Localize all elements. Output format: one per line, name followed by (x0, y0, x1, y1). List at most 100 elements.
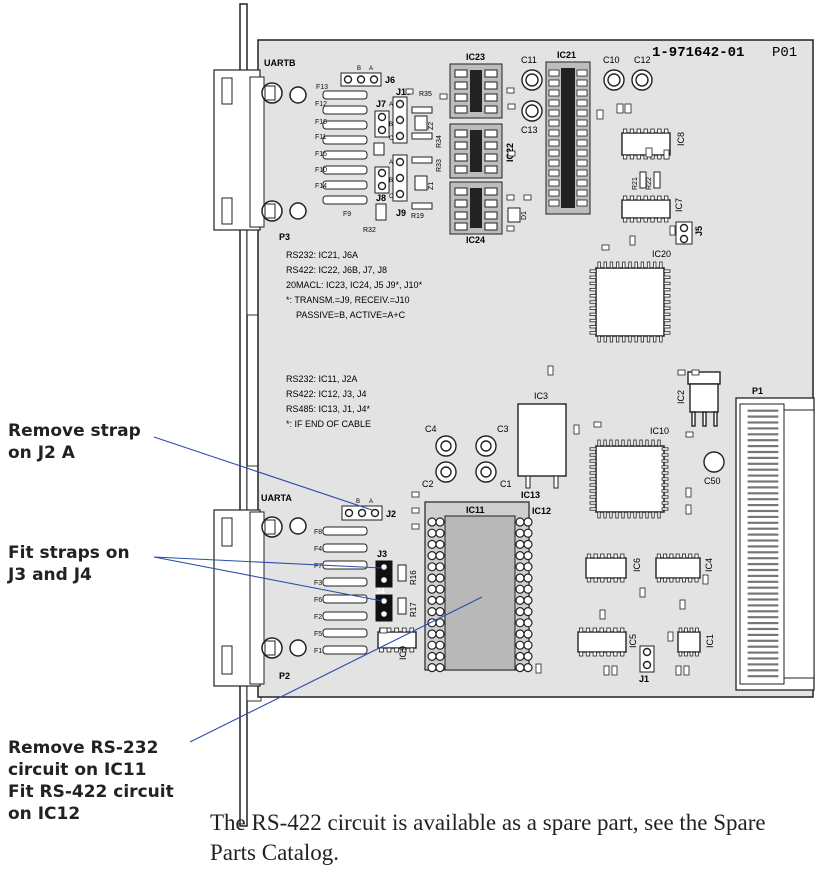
pin (435, 550, 445, 561)
jumper-j3 (375, 560, 393, 588)
pin (636, 128, 641, 134)
pin (523, 606, 533, 617)
pin (427, 517, 437, 527)
pin (515, 662, 525, 673)
pin (600, 577, 605, 583)
pin (435, 539, 445, 550)
pin (747, 486, 779, 489)
pin (609, 335, 614, 343)
pin (643, 217, 648, 223)
label-p3: P3 (279, 232, 290, 242)
capacitors-c1-c4 (435, 435, 497, 483)
pin (747, 604, 779, 607)
pin (661, 495, 669, 499)
leader-fit-j3 (153, 556, 383, 569)
pin (515, 517, 525, 527)
uarta-note-1: RS232: IC11, J2A (286, 374, 357, 384)
jumper-j5 (675, 221, 693, 245)
pin (523, 640, 533, 650)
label-f10: F10 (315, 167, 327, 174)
capacitors-c10-c12 (603, 69, 653, 91)
pin (576, 169, 588, 177)
resistors-r16-r17 (397, 564, 407, 615)
pin (747, 415, 779, 418)
pin (548, 129, 560, 137)
pin (589, 471, 597, 475)
pin (664, 128, 669, 134)
pin (664, 217, 669, 223)
label-ic5: IC5 (628, 634, 638, 648)
label-j6: J6 (385, 75, 395, 85)
pin (576, 119, 588, 127)
pin (747, 515, 779, 519)
pin (435, 618, 445, 628)
pin (636, 217, 641, 223)
label-f7: F7 (314, 563, 322, 570)
label-z1: Z1 (428, 182, 435, 190)
uartb-note-5: PASSIVE=B, ACTIVE=A+C (296, 310, 406, 320)
pin (747, 521, 779, 524)
pin (661, 507, 669, 511)
pin (657, 128, 662, 134)
pin (663, 300, 671, 304)
pin (576, 189, 588, 197)
label-c50: C50 (704, 476, 721, 486)
pin (669, 577, 674, 583)
pin (427, 528, 437, 538)
pin (622, 261, 626, 269)
pin (628, 335, 632, 343)
ic10-pins (589, 439, 669, 519)
pin (576, 109, 588, 117)
pin (576, 99, 588, 107)
jumper-j10 (392, 96, 408, 144)
pin (592, 651, 597, 657)
pin (589, 495, 597, 499)
pin (656, 577, 661, 583)
pin (657, 195, 662, 201)
pin (747, 592, 779, 595)
leader-lines (153, 436, 483, 743)
uarta-note-2: RS422: IC12, J3, J4 (286, 389, 367, 399)
chip-ic23 (449, 63, 503, 119)
pin (651, 439, 655, 447)
pin (589, 294, 597, 298)
pin (747, 586, 779, 589)
label-j6-a: A (369, 66, 373, 72)
pin (576, 149, 588, 157)
pin (548, 119, 560, 127)
chip-ic20 (595, 267, 665, 337)
fuse-bank-uartb (322, 90, 368, 205)
pin (548, 149, 560, 157)
pin (427, 573, 437, 583)
pin (523, 584, 533, 594)
pin (663, 553, 668, 559)
pin (548, 159, 560, 167)
pin (609, 261, 614, 269)
pin (650, 128, 655, 134)
pin (515, 528, 525, 538)
pin (589, 483, 597, 487)
pin (653, 261, 657, 269)
pin (515, 584, 525, 594)
label-r19: R19 (411, 213, 424, 220)
pin (576, 79, 588, 87)
label-ic13: IC13 (521, 490, 540, 500)
label-j10-b: B (389, 122, 393, 128)
label-r22: R22 (646, 177, 653, 190)
pin (627, 439, 631, 447)
pin (747, 551, 779, 554)
pin (657, 217, 662, 223)
pin (747, 427, 779, 430)
pin (427, 629, 437, 639)
label-j3: J3 (377, 549, 387, 559)
label-f1: F1 (314, 648, 322, 655)
label-c1: C1 (500, 479, 512, 489)
pin (515, 606, 525, 617)
pin (515, 651, 525, 662)
pin (523, 662, 533, 673)
pin (636, 154, 641, 160)
label-j8: J8 (376, 193, 386, 203)
pin (661, 489, 669, 493)
pin (627, 511, 631, 519)
ic6-pins (586, 553, 625, 583)
